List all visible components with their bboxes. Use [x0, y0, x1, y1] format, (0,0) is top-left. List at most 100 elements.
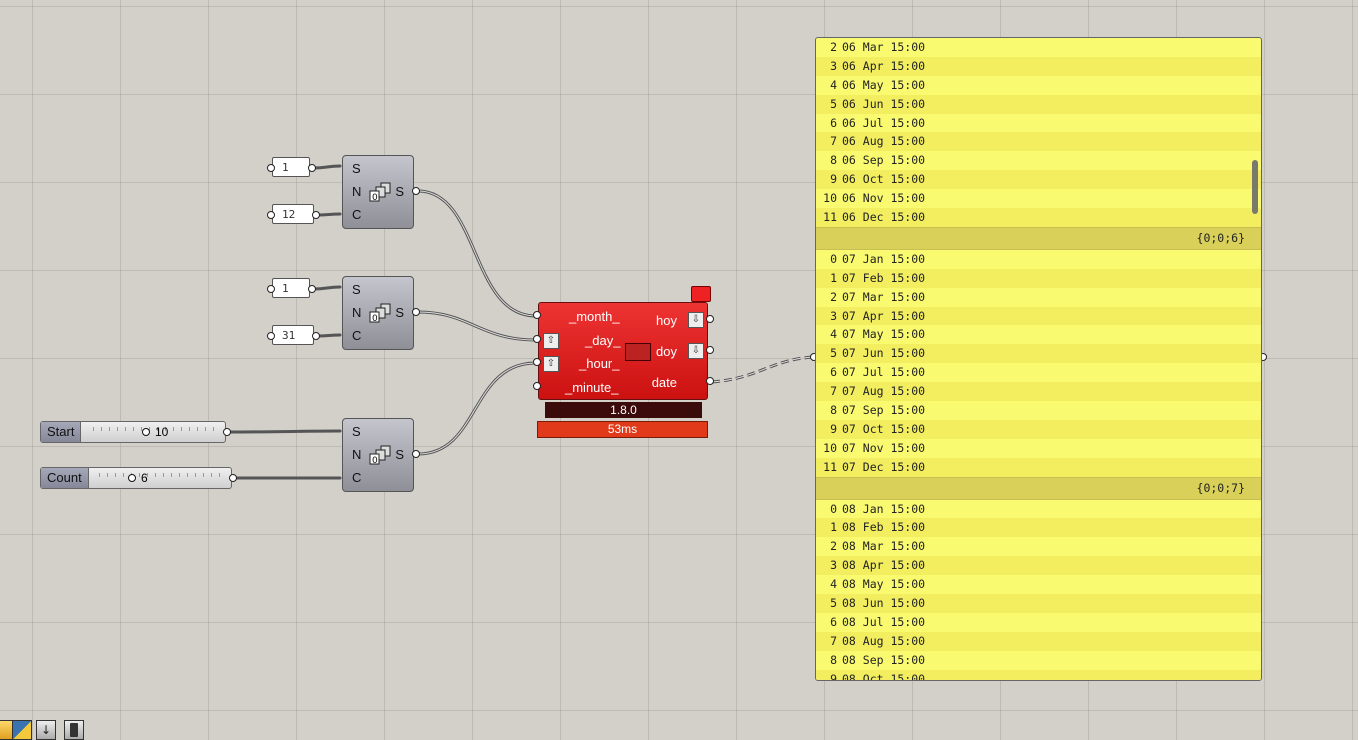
branch-header: {0;0;7} [816, 476, 1261, 500]
output-grip[interactable] [706, 315, 714, 323]
output-grip[interactable] [412, 450, 420, 458]
input-label: C [352, 207, 362, 222]
python-icon[interactable] [12, 720, 32, 740]
slider-ticks [93, 427, 219, 431]
series-icon: 0 [369, 445, 391, 465]
number-panel[interactable]: 1 [272, 278, 310, 298]
panel-scrollbar[interactable] [1252, 160, 1258, 214]
input-grip[interactable] [267, 164, 275, 172]
output-grip[interactable] [412, 308, 420, 316]
download-icon[interactable]: ↓ [36, 720, 56, 740]
input-label: S [352, 424, 361, 439]
output-label: S [395, 447, 404, 462]
input-label: N [352, 447, 362, 462]
series-icon: 0 [369, 182, 391, 202]
svg-text:0: 0 [372, 314, 378, 323]
count-slider[interactable]: Count 6 [40, 467, 232, 489]
slider-name: Start [41, 422, 82, 442]
output-grip[interactable] [308, 285, 316, 293]
output-label: S [395, 184, 404, 199]
input-label: S [352, 282, 361, 297]
slider-name: Count [41, 468, 89, 488]
number-panel[interactable]: 1 [272, 157, 310, 177]
input-label: S [352, 161, 361, 176]
output-grip[interactable] [412, 187, 420, 195]
output-grip[interactable] [229, 474, 237, 482]
output-grip[interactable] [312, 211, 320, 219]
wire [416, 361, 538, 456]
calculate-hoy-component[interactable]: _month_ _day_ _hour_ _minute_ ⇧ ⇧ hoy do… [538, 302, 708, 400]
wire [416, 310, 538, 342]
input-grip[interactable] [533, 358, 541, 366]
wire [416, 189, 538, 318]
wire [316, 212, 342, 217]
series-component[interactable]: S N C S 0 [342, 155, 414, 229]
graft-up-icon[interactable]: ⇧ [543, 356, 559, 372]
series-component[interactable]: S N C S 0 [342, 276, 414, 350]
number-panel[interactable]: 31 [272, 325, 314, 345]
input-grip[interactable] [267, 332, 275, 340]
input-label: _month_ [569, 309, 620, 324]
slider-knob[interactable] [128, 474, 136, 482]
input-label: N [352, 305, 362, 320]
input-label: C [352, 470, 362, 485]
input-label: C [352, 328, 362, 343]
input-label: _day_ [585, 333, 621, 348]
output-grip[interactable] [223, 428, 231, 436]
flatten-down-icon[interactable]: ⇩ [688, 312, 704, 328]
input-grip[interactable] [267, 211, 275, 219]
start-slider[interactable]: Start 10 [40, 421, 226, 443]
phone-icon[interactable] [64, 720, 84, 740]
output-label: S [395, 305, 404, 320]
series-component[interactable]: S N C S 0 [342, 418, 414, 492]
input-label: _hour_ [579, 356, 620, 371]
input-grip[interactable] [533, 311, 541, 319]
input-grip[interactable] [267, 285, 275, 293]
slider-value: 10 [155, 425, 169, 439]
input-grip[interactable] [533, 335, 541, 343]
number-panel[interactable]: 12 [272, 204, 314, 224]
output-grip[interactable] [706, 377, 714, 385]
input-label: _minute_ [565, 380, 619, 395]
flatten-down-icon[interactable]: ⇩ [688, 343, 704, 359]
slider-knob[interactable] [142, 428, 150, 436]
output-label: doy [656, 344, 677, 359]
graft-up-icon[interactable]: ⇧ [543, 333, 559, 349]
output-grip[interactable] [312, 332, 320, 340]
slider-value: 6 [141, 471, 148, 485]
input-grip[interactable] [533, 382, 541, 390]
svg-text:0: 0 [372, 456, 378, 465]
wire [316, 333, 342, 338]
runtime-label: 53ms [537, 421, 708, 438]
input-label: N [352, 184, 362, 199]
output-grip[interactable] [706, 346, 714, 354]
warning-flag[interactable] [691, 286, 711, 302]
output-grip[interactable] [308, 164, 316, 172]
